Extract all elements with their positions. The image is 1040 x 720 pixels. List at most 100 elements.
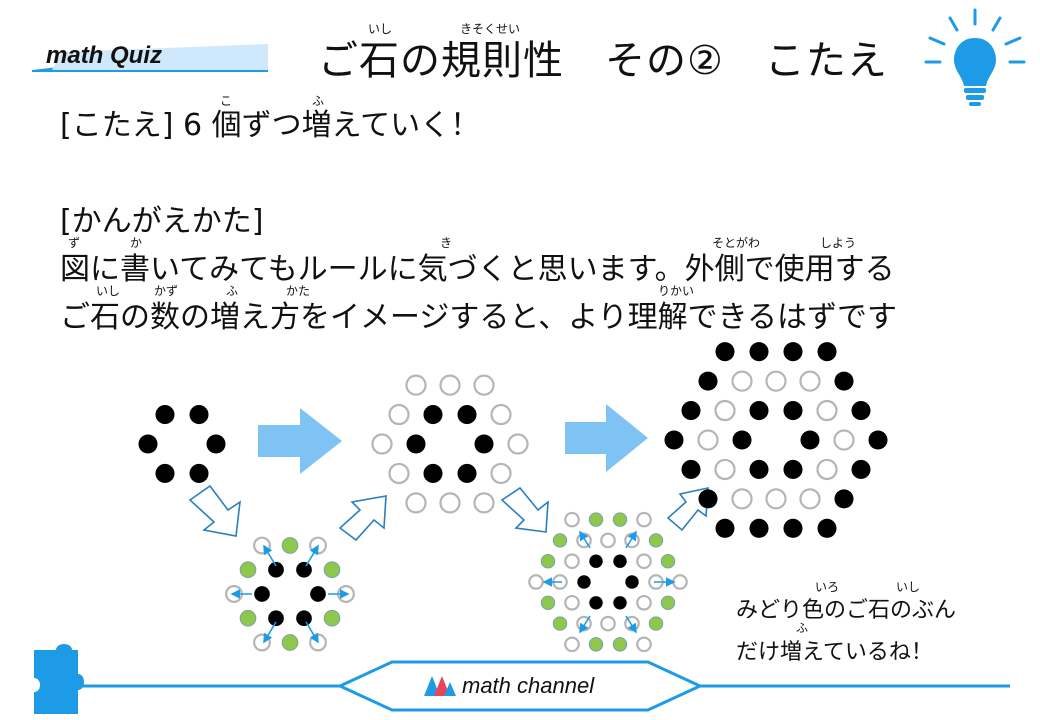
transition1-ring1-stone-5 [254, 586, 270, 602]
stage3-ring2-stone-1 [765, 370, 787, 392]
answer-ruby-0: こ [220, 94, 233, 108]
math-channel-logo-icon [424, 676, 456, 696]
spread-arrow-t1-0 [263, 544, 277, 567]
stage3-ring1-stone-4 [749, 459, 769, 479]
title-ruby-1: きそくせい [460, 22, 521, 36]
transition2-ring1-stone-3 [613, 596, 627, 610]
transition2-ring1-stone-4 [589, 596, 603, 610]
stage3-ring3-stone-10 [783, 518, 803, 538]
answer-ruby-1: ふ [312, 94, 325, 108]
transition2-ring2-stone-7 [600, 615, 616, 632]
stage3-ring3-stone-3 [817, 342, 837, 362]
explanation-ruby-0: ず [68, 236, 81, 250]
stage3-ring2-stone-9 [714, 458, 736, 481]
stage2-ring1-stone-2 [474, 434, 494, 454]
transition1-ring1-stone-4 [268, 610, 284, 627]
transition2-ring1-stone-2 [625, 575, 639, 589]
stage2-ring1-stone-1 [457, 405, 477, 425]
stage3-ring3-stone-1 [749, 342, 769, 362]
transition1-ring2-stone-5 [323, 609, 341, 627]
transition2-ring1-stone-0 [589, 554, 603, 568]
answer-text: [こたえ] 6 個ずつ増えていく！ [60, 108, 481, 143]
transition2-ring3-stone-1 [588, 512, 604, 527]
stage1-ring1-stone-0 [155, 405, 175, 425]
stage1-ring1-stone-3 [189, 463, 209, 483]
transition1-ring1-stone-2 [310, 586, 326, 602]
spread-arrow-t2-4 [579, 615, 591, 634]
stage2-ring2-stone-10 [371, 433, 393, 455]
transition2-ring3-stone-6 [672, 574, 688, 590]
transition1-ring2-stone-2 [309, 536, 327, 555]
stage2-ring2-stone-9 [388, 462, 410, 485]
spread-arrow-t1-1 [305, 544, 319, 567]
stage3-ring3-stone-2 [783, 342, 803, 362]
stage3-ring3-stone-11 [749, 518, 769, 538]
transition1-ring2-stone-9 [239, 609, 257, 627]
lightbulb-icon [924, 8, 1026, 106]
stage2-ring2-stone-0 [405, 374, 427, 396]
stage2-ring2-stone-3 [490, 403, 512, 426]
transition2-ring2-stone-11 [564, 553, 580, 570]
note-ruby-2: ふ [796, 621, 809, 635]
stage3-ring3-stone-17 [698, 371, 718, 391]
spread-arrow-t1-4 [263, 621, 277, 644]
stage3-ring2-stone-0 [731, 370, 753, 392]
transition1-ring2-stone-1 [281, 537, 299, 554]
transition2-ring3-stone-9 [636, 636, 652, 653]
stage1-ring1-stone-2 [206, 434, 226, 454]
stage3-ring3-stone-4 [834, 371, 854, 391]
page-title: ご石の規則性 その② こたえ [318, 38, 888, 84]
stage3-ring3-stone-0 [715, 342, 735, 362]
stage3-ring3-stone-15 [664, 430, 684, 450]
spread-arrow-t1-5 [305, 621, 319, 644]
footer-decoration [34, 644, 1010, 714]
stage2-ring2-stone-8 [405, 492, 427, 514]
transition2-ring3-stone-12 [564, 636, 580, 653]
explanation-ruby-2: き [440, 236, 453, 250]
transition2-ring3-stone-15 [528, 574, 544, 590]
transition1-ring1-stone-0 [268, 561, 284, 578]
transition2-ring3-stone-16 [540, 553, 556, 569]
right-arrow-1 [258, 408, 342, 474]
stage1-ring1-stone-4 [155, 463, 175, 483]
stage3-ring3-stone-6 [868, 430, 888, 450]
stage3-ring1-stone-2 [800, 430, 820, 450]
stage3-ring1-stone-5 [732, 430, 752, 450]
transition2-ring3-stone-11 [588, 637, 604, 652]
hollow-arrow-up-1 [338, 495, 387, 542]
stage3-ring2-stone-2 [799, 370, 821, 392]
transition2-ring3-stone-7 [660, 595, 676, 611]
stage3-ring2-stone-11 [714, 399, 736, 422]
explanation-ruby-4: しよう [820, 236, 857, 250]
stage2-ring1-stone-5 [406, 434, 426, 454]
transition2-ring2-stone-3 [636, 553, 652, 570]
stage3-ring3-stone-13 [698, 489, 718, 509]
note-line-1: みどり色のご石のぶん [736, 598, 957, 623]
stage3-ring1-stone-3 [783, 459, 803, 479]
explanation-ruby-1: か [130, 236, 143, 250]
stage3-ring2-stone-7 [765, 488, 787, 510]
title-ruby-0: いし [368, 22, 393, 36]
stage2-ring2-stone-7 [439, 492, 461, 514]
explanation-ruby-3: そとがわ [712, 236, 761, 250]
transition1-ring2-stone-7 [281, 634, 299, 651]
stage3-ring2-stone-10 [697, 429, 719, 451]
stage3-ring2-stone-8 [731, 488, 753, 510]
transition2-ring3-stone-0 [564, 511, 580, 528]
stage3-ring2-stone-4 [833, 429, 855, 451]
transition2-ring2-stone-1 [600, 532, 616, 549]
explanation-line-1: 図に書いてみてもルールに気づくと思います。外側で使用する [60, 252, 895, 287]
stage3-ring2-stone-3 [816, 399, 838, 422]
stage3-ring3-stone-5 [851, 401, 871, 421]
stage2-ring2-stone-2 [473, 374, 495, 396]
explanation-line-2: ご石の数の増え方をイメージすると、より理解できるはずです [60, 300, 897, 335]
stage2-ring2-stone-1 [439, 374, 461, 396]
stage3-ring2-stone-5 [816, 458, 838, 481]
stage3-ring3-stone-7 [851, 459, 871, 479]
explanation-ruby-6: かず [154, 284, 179, 298]
stage3-ring1-stone-1 [783, 401, 803, 421]
transition2-ring2-stone-9 [564, 594, 580, 611]
stage3-ring3-stone-16 [681, 401, 701, 421]
badge-label: math Quiz [46, 42, 163, 69]
